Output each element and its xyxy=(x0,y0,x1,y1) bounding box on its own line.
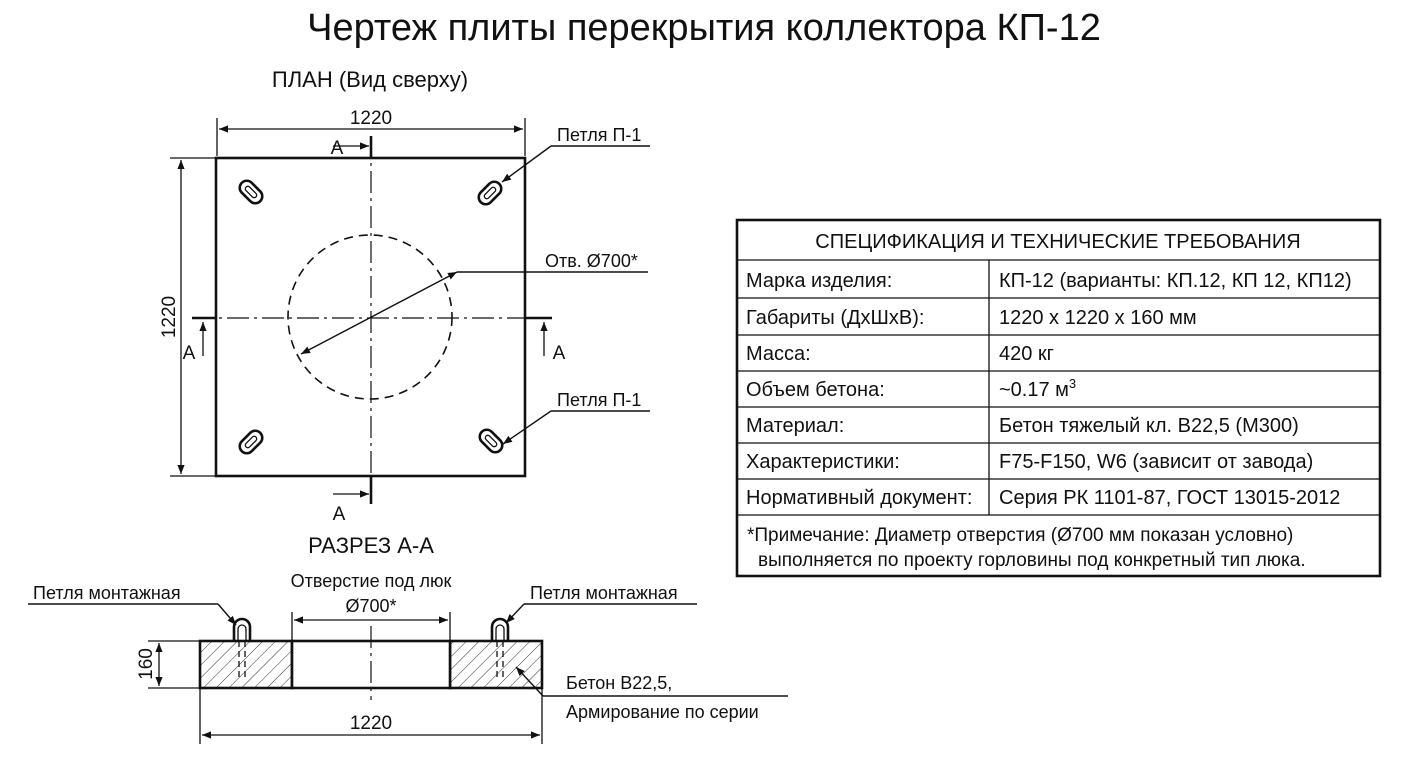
plan-height-dimension: 1220 xyxy=(159,296,180,338)
spec-row-value: F75-F150, W6 (зависит от завода) xyxy=(999,451,1313,473)
section-solid-left xyxy=(198,639,294,690)
spec-row-value: Бетон тяжелый кл. В22,5 (М300) xyxy=(999,415,1299,437)
spec-row-value: КП-12 (варианты: КП.12, КП 12, КП12) xyxy=(999,270,1352,292)
section-mark-bottom: А xyxy=(333,504,346,525)
spec-row-name: Характеристики: xyxy=(746,451,900,473)
lifting-loop-bottom-right xyxy=(478,428,504,454)
section-heading: РАЗРЕЗ А-А xyxy=(308,533,434,558)
lifting-loop-bottom-left xyxy=(238,429,264,455)
drawing-title: Чертеж плиты перекрытия коллектора КП-12 xyxy=(307,7,1101,49)
spec-note-line2: выполняется по проекту горловины под кон… xyxy=(758,550,1306,571)
spec-row-value: Серия РК 1101-87, ГОСТ 13015-2012 xyxy=(999,487,1340,509)
spec-table: СПЕЦИФИКАЦИЯ И ТЕХНИЧЕСКИЕ ТРЕБОВАНИЯ Ма… xyxy=(735,218,1382,578)
plan-loop-label-top: Петля П-1 xyxy=(557,125,641,145)
spec-row-name: Нормативный документ: xyxy=(746,487,972,509)
spec-note-line1: *Примечание: Диаметр отверстия (Ø700 мм … xyxy=(747,525,1293,546)
spec-row-name: Масса: xyxy=(746,343,811,365)
plan-width-dimension: 1220 xyxy=(350,108,392,129)
section-mark-right: А xyxy=(553,343,566,364)
section-view: РАЗРЕЗ А-А Петля монтажная Петля монтажн… xyxy=(28,533,788,744)
section-width-dimension: 1220 xyxy=(350,713,392,734)
spec-row-name: Габариты (ДхШхВ): xyxy=(746,307,924,329)
section-loop-left xyxy=(232,617,252,680)
cubic-superscript: 3 xyxy=(1069,376,1076,391)
spec-row-name: Объем бетона: xyxy=(746,379,885,401)
lifting-loop-top-left xyxy=(238,179,264,205)
plan-view: ПЛАН (Вид сверху) 1220 1220 А А А А xyxy=(159,67,650,525)
section-mark-top: А xyxy=(331,138,344,159)
section-hole-label-line1: Отверстие под люк xyxy=(291,571,452,591)
loop-leader-bottom xyxy=(502,410,552,445)
section-loop-label-left: Петля монтажная xyxy=(33,583,181,603)
spec-header: СПЕЦИФИКАЦИЯ И ТЕХНИЧЕСКИЕ ТРЕБОВАНИЯ xyxy=(815,231,1300,253)
loop-leader-top xyxy=(501,145,552,183)
section-height-dimension: 160 xyxy=(136,648,157,680)
section-loop-right xyxy=(490,617,510,680)
plan-loop-label-bottom: Петля П-1 xyxy=(557,390,641,410)
plan-hole-label: Отв. Ø700* xyxy=(545,251,638,271)
section-hole-label-line2: Ø700* xyxy=(345,596,396,616)
plan-heading: ПЛАН (Вид сверху) xyxy=(272,67,468,92)
spec-row-name: Марка изделия: xyxy=(746,270,892,292)
hole-diameter-leader xyxy=(300,271,458,355)
spec-row-value: ~0.17 м3 xyxy=(999,376,1076,401)
concrete-label-line2: Армирование по серии xyxy=(566,702,759,722)
concrete-label-line1: Бетон В22,5, xyxy=(566,673,672,693)
section-loop-label-right: Петля монтажная xyxy=(530,583,678,603)
section-mark-left: А xyxy=(183,343,196,364)
lifting-loop-top-right xyxy=(477,180,503,206)
spec-row-value: 1220 x 1220 x 160 мм xyxy=(999,307,1197,329)
spec-row-name: Материал: xyxy=(746,415,844,437)
spec-row-value: 420 кг xyxy=(999,343,1054,365)
